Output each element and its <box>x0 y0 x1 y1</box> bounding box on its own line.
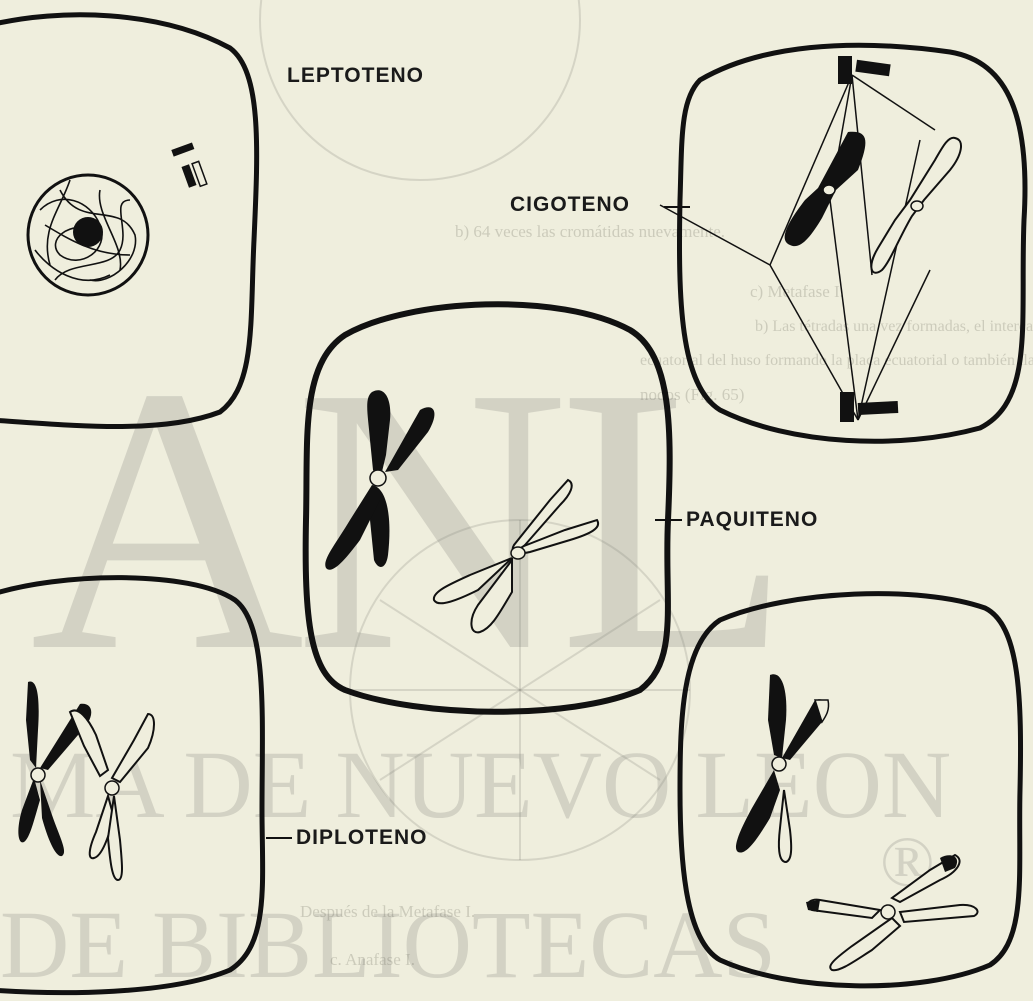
centromere <box>511 547 525 559</box>
label-leptoteno: LEPTOTENO <box>287 64 424 88</box>
centromere <box>881 905 895 919</box>
paquiteno-cell <box>306 304 682 712</box>
nucleolus <box>73 217 103 247</box>
bivalent-dark <box>18 682 91 857</box>
centromere <box>823 185 835 195</box>
centromere <box>772 757 786 771</box>
chiasma-centromere <box>31 768 45 782</box>
spindle-pole-top <box>838 56 891 84</box>
diploteno-cell <box>0 578 292 993</box>
leptoteno-cell <box>0 15 257 427</box>
diacinesis-cell <box>680 594 1021 986</box>
label-diploteno: DIPLOTENO <box>296 826 428 850</box>
cigoteno-cell <box>660 45 1025 441</box>
centromere <box>370 470 386 486</box>
label-cigoteno: CIGOTENO <box>510 193 630 217</box>
chiasma-centromere <box>105 781 119 795</box>
background-spindle-figure <box>260 0 690 860</box>
centromere <box>911 201 923 211</box>
leptoteno-chromatid-pair <box>171 142 207 187</box>
label-paquiteno: PAQUITENO <box>686 508 818 532</box>
